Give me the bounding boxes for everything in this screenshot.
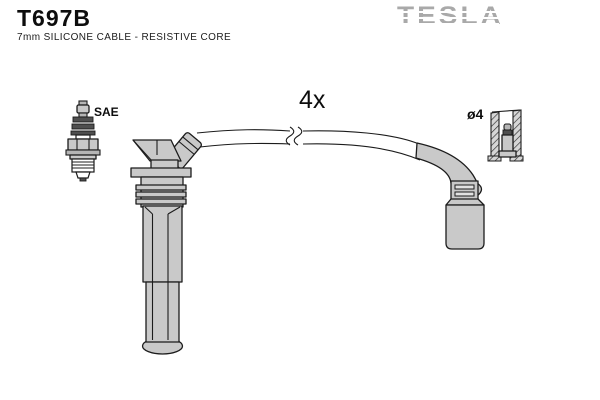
sae-label: SAE [94,105,119,119]
quantity-label: 4x [299,86,326,114]
logo-stripe [395,11,499,13]
cable-top-line [196,129,291,134]
elbow-neck [450,180,479,202]
plug-insulator-rib [71,123,95,130]
socket-wall-section [490,111,500,159]
boot-rib [135,198,187,205]
elbow-rib-slot [454,184,475,190]
elbow-body [445,204,485,250]
cable-bottom-line [302,143,421,161]
diameter-label: ø4 [467,106,484,122]
plug-terminal-nut [76,104,90,114]
elbow-rib-slot [454,191,475,197]
brand-logo: TESLA [395,4,501,31]
plug-insulator-rib [72,116,94,123]
boot-flange [130,167,192,178]
terminal-band [502,129,513,136]
boot-shaft-lower [145,281,180,343]
plug-shell [69,154,97,160]
boot-rib [135,191,187,198]
plug-electrode [79,177,87,182]
part-number: T697B [17,5,92,31]
cable-spec-subtitle: 7mm SILICONE CABLE - RESISTIVE CORE [17,32,232,43]
boot-shaft-upper [142,205,183,283]
logo-stripe [395,23,499,25]
spark-plug-drawing [65,100,101,182]
plug-stem [78,112,88,118]
socket-wall-section [512,109,522,158]
logo-stripe [395,17,499,19]
cable-break-mark [285,126,295,146]
elbow-boot-drawing [415,142,485,250]
elbow-sleeve [415,142,478,184]
plug-tip [75,171,91,179]
terminal-socket-section-drawing [487,109,524,162]
cable-bottom-line [199,142,291,148]
boot-rib [135,184,187,191]
plug-hex-body [67,138,99,151]
cable-break-mark [293,126,303,146]
plug-insulator-rib [70,130,96,136]
terminal-base [498,150,517,158]
plug-gasket [65,149,101,156]
elbow-shoulder [445,198,485,206]
terminal-body [501,134,514,153]
cable-top-line [302,130,420,145]
terminal-nipple [503,123,512,131]
socket-foot [487,155,502,162]
pencil-boot-cable-drawing [130,126,421,355]
